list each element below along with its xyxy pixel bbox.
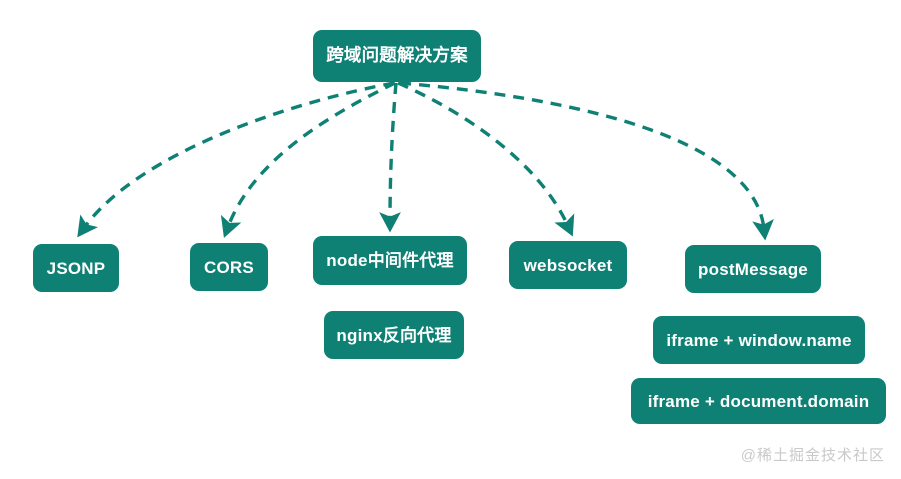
edge-root-to-node-proxy bbox=[379, 82, 401, 233]
edge-root-to-cors bbox=[220, 81, 396, 238]
node-iframe-doc-label: iframe + document.domain bbox=[647, 391, 870, 411]
node-root[interactable]: 跨域问题解决方案 bbox=[313, 30, 481, 82]
node-websocket-label: websocket bbox=[523, 255, 613, 275]
node-postmessage-label: postMessage bbox=[698, 259, 808, 279]
node-nginx[interactable]: nginx反向代理 bbox=[324, 311, 464, 359]
node-websocket[interactable]: websocket bbox=[509, 241, 627, 289]
node-root-label: 跨域问题解决方案 bbox=[326, 45, 468, 66]
node-node-proxy[interactable]: node中间件代理 bbox=[313, 236, 467, 285]
node-nginx-label: nginx反向代理 bbox=[336, 325, 452, 345]
edge-root-to-postmessage bbox=[399, 81, 774, 241]
node-iframe-doc[interactable]: iframe + document.domain bbox=[631, 378, 886, 424]
node-jsonp-label: JSONP bbox=[46, 258, 106, 278]
edge-root-to-jsonp bbox=[77, 81, 395, 238]
node-cors[interactable]: CORS bbox=[190, 243, 268, 291]
node-node-proxy-label: node中间件代理 bbox=[326, 251, 454, 270]
edge-root-to-websocket bbox=[397, 81, 575, 237]
node-iframe-name[interactable]: iframe + window.name bbox=[653, 316, 865, 364]
watermark: @稀土掘金技术社区 bbox=[740, 447, 885, 464]
node-postmessage[interactable]: postMessage bbox=[685, 245, 821, 293]
node-iframe-name-label: iframe + window.name bbox=[666, 330, 852, 350]
node-jsonp[interactable]: JSONP bbox=[33, 244, 119, 292]
node-cors-label: CORS bbox=[204, 257, 254, 277]
